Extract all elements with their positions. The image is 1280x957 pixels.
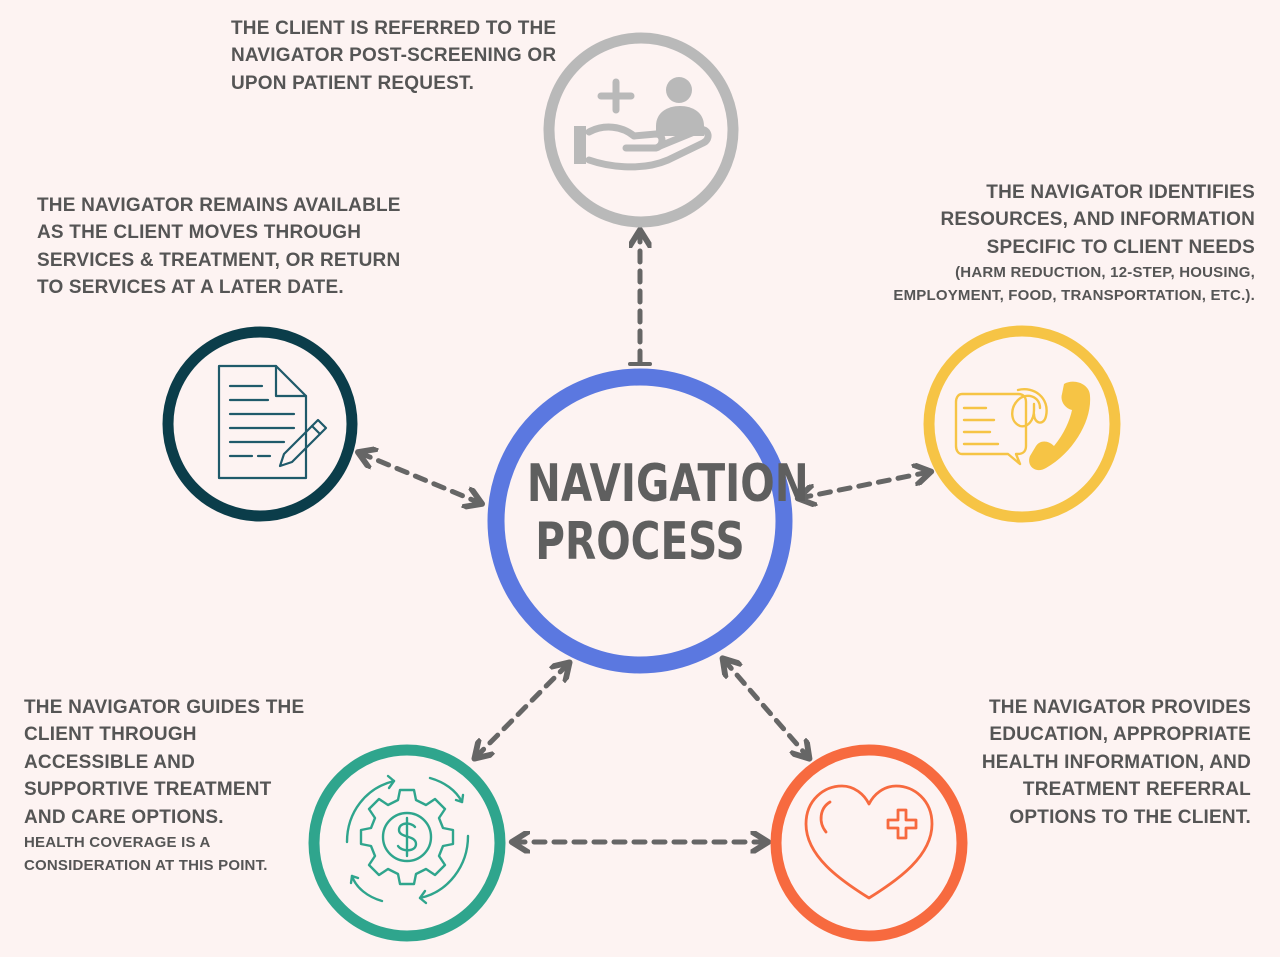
connector-center-left bbox=[360, 453, 480, 503]
title-line-1: NAVIGATION bbox=[526, 454, 809, 514]
title-line-2: PROCESS bbox=[535, 512, 745, 572]
resources-note: (HARM REDUCTION, 12-STEP, HOUSING, EMPLO… bbox=[893, 264, 1255, 305]
message-at-phone-icon bbox=[954, 388, 1048, 466]
phone-icon bbox=[1029, 381, 1091, 471]
education-node-ring bbox=[770, 744, 968, 942]
resources-node-ring bbox=[923, 325, 1121, 523]
hand-person-plus-icon bbox=[574, 78, 712, 171]
education-step-text: THE NAVIGATOR PROVIDES EDUCATION, APPROP… bbox=[931, 694, 1251, 831]
availability-step-text: THE NAVIGATOR REMAINS AVAILABLE AS THE C… bbox=[37, 192, 417, 302]
resources-description: THE NAVIGATOR IDENTIFIES RESOURCES, AND … bbox=[940, 182, 1255, 258]
heart-plus-icon bbox=[804, 784, 934, 900]
connector-center-right bbox=[800, 472, 929, 498]
availability-description: THE NAVIGATOR REMAINS AVAILABLE AS THE C… bbox=[37, 195, 401, 299]
connector-center-bottom-left bbox=[476, 664, 568, 757]
gear-dollar-cycle-icon bbox=[345, 774, 470, 905]
referral-step-text: THE CLIENT IS REFERRED TO THE NAVIGATOR … bbox=[231, 15, 571, 97]
center-ring bbox=[487, 368, 793, 674]
guidance-note: HEALTH COVERAGE IS A CONSIDERATION AT TH… bbox=[24, 834, 268, 875]
guidance-step-text: THE NAVIGATOR GUIDES THE CLIENT THROUGH … bbox=[24, 694, 314, 877]
referral-description: THE CLIENT IS REFERRED TO THE NAVIGATOR … bbox=[231, 18, 557, 94]
navigation-process-title: NAVIGATION PROCESS bbox=[526, 454, 809, 572]
connector-center-bottom-right bbox=[724, 660, 808, 757]
education-description: THE NAVIGATOR PROVIDES EDUCATION, APPROP… bbox=[981, 697, 1251, 828]
document-pen-icon bbox=[217, 364, 328, 480]
availability-node-ring bbox=[162, 326, 358, 522]
resources-step-text: THE NAVIGATOR IDENTIFIES RESOURCES, AND … bbox=[855, 179, 1255, 307]
guidance-description: THE NAVIGATOR GUIDES THE CLIENT THROUGH … bbox=[24, 697, 305, 828]
